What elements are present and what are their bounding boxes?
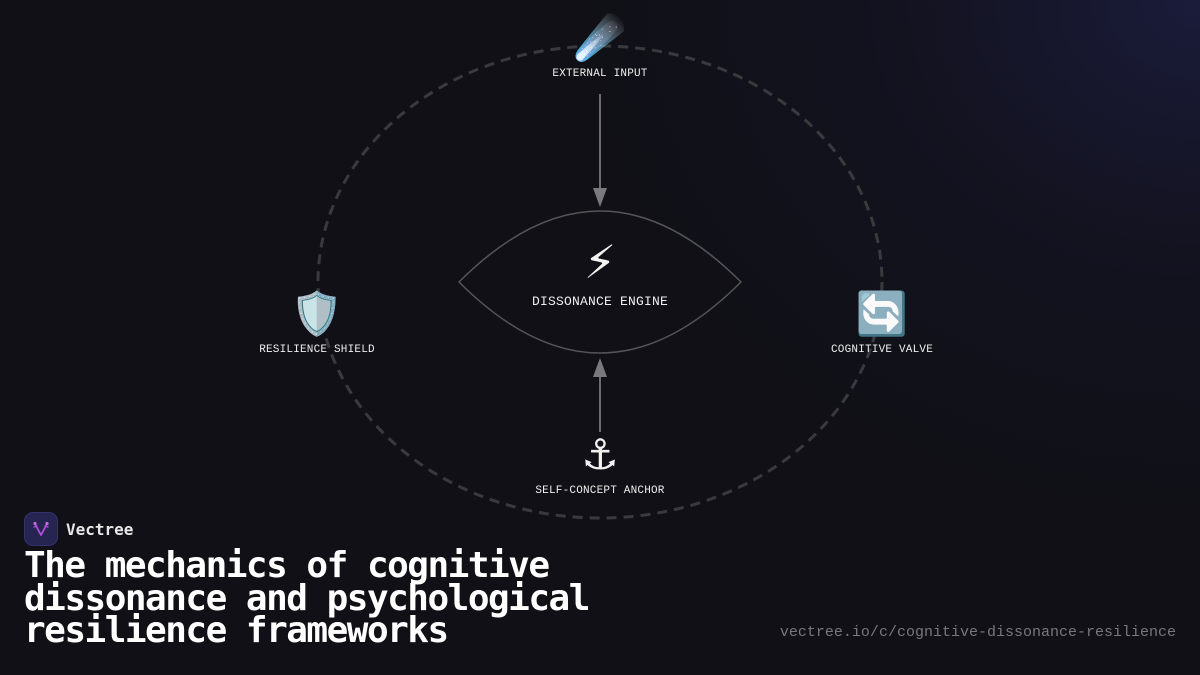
anchor-icon: ⚓ xyxy=(581,430,619,479)
comet-icon: ☄️ xyxy=(573,13,627,62)
node-external-input: ☄️ EXTERNAL INPUT xyxy=(552,13,648,81)
node-label: DISSONANCE ENGINE xyxy=(531,294,669,309)
page-url[interactable]: vectree.io/c/cognitive-dissonance-resili… xyxy=(779,624,1176,641)
vectree-logo-icon xyxy=(24,512,58,546)
arrow-anchor-to-engine xyxy=(593,358,607,432)
page-title: The mechanics of cognitive dissonance an… xyxy=(24,545,590,651)
node-label: EXTERNAL INPUT xyxy=(552,68,648,80)
shield-icon: 🛡️ xyxy=(290,289,344,338)
dissonance-engine-lens xyxy=(457,210,743,354)
brand[interactable]: Vectree xyxy=(24,512,133,546)
node-resilience-shield: 🛡️ RESILIENCE SHIELD xyxy=(259,289,375,357)
node-dissonance-engine: ⚡ DISSONANCE ENGINE xyxy=(532,238,668,309)
lightning-icon: ⚡ xyxy=(583,235,617,289)
outer-dashed-ring xyxy=(316,44,884,520)
node-label: RESILIENCE SHIELD xyxy=(259,344,375,356)
arrow-external-input-to-engine xyxy=(593,94,607,207)
node-label: COGNITIVE VALVE xyxy=(830,344,934,356)
cycle-arrows-icon: 🔄 xyxy=(855,289,909,338)
brand-name: Vectree xyxy=(66,519,134,539)
node-self-concept-anchor: ⚓ SELF-CONCEPT ANCHOR xyxy=(535,430,665,498)
node-label: SELF-CONCEPT ANCHOR xyxy=(535,485,665,497)
node-cognitive-valve: 🔄 COGNITIVE VALVE xyxy=(830,289,934,357)
